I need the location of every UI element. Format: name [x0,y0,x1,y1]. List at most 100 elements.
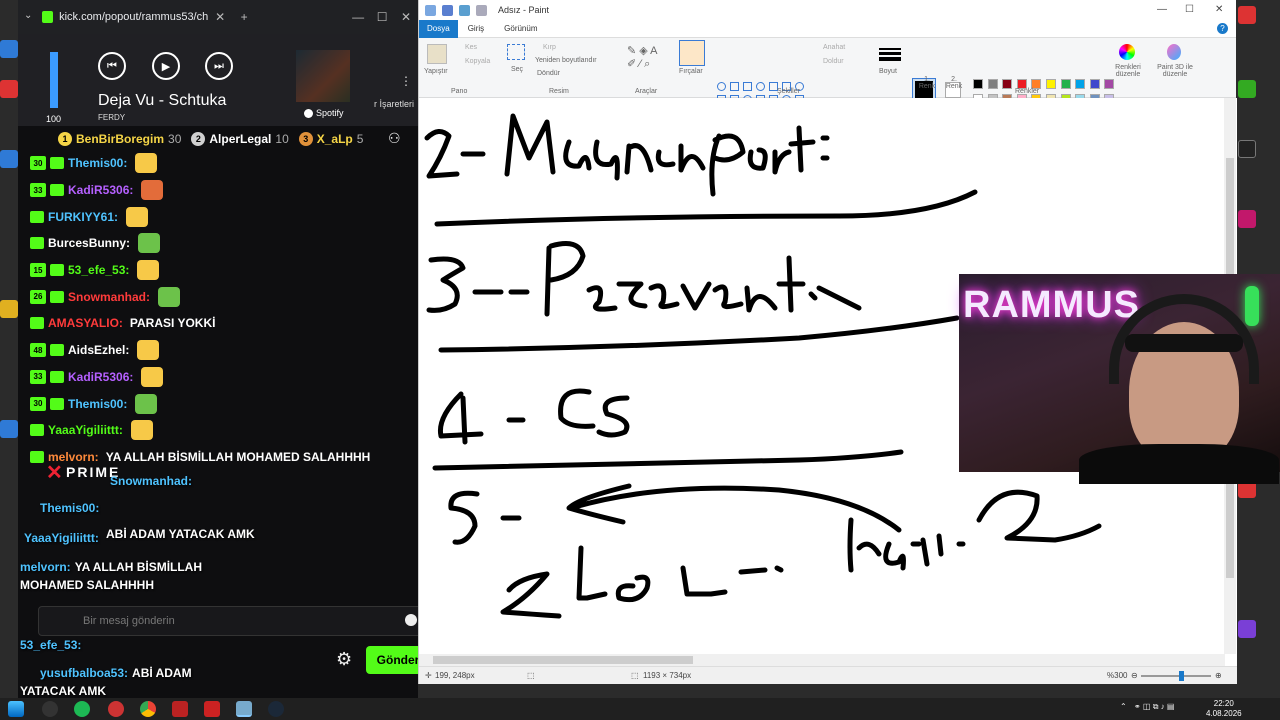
minimize-button[interactable]: — [1157,4,1167,15]
desktop-icon[interactable] [0,300,18,318]
chat-input[interactable]: Bir mesaj gönderin [38,606,428,636]
chat-username[interactable]: Snowmanhad: [68,289,151,304]
users-icon[interactable]: ⚇ [388,130,401,146]
zoom-slider[interactable] [1141,671,1211,681]
scroll-thumb[interactable] [433,656,693,664]
chat-username[interactable]: Themis00: [68,396,128,411]
tab-home[interactable]: Giriş [467,24,485,33]
color-swatch[interactable] [1060,79,1071,89]
paste-icon[interactable] [427,44,447,64]
rotate-button[interactable]: Döndür [537,70,560,77]
taskbar-app-icon[interactable] [42,701,58,717]
brushes-button[interactable]: Fırçalar [679,68,703,75]
size-icon[interactable] [879,46,901,63]
color1-label[interactable]: 1. Renk [918,76,936,90]
close-window-button[interactable]: ✕ [1215,4,1224,15]
brushes-icon[interactable] [679,40,705,66]
shape-icon[interactable] [743,82,752,91]
emoji-icon[interactable] [405,614,417,626]
chrome-icon[interactable] [140,701,156,717]
tab-file[interactable]: Dosya [419,19,458,38]
shape-icon[interactable] [756,82,765,91]
desktop-icon[interactable] [0,80,18,98]
desktop-icon[interactable] [1238,6,1256,24]
save-icon[interactable] [442,4,453,16]
gear-icon[interactable]: ⚙ [336,649,353,669]
chat-username[interactable]: melvorn: [48,449,99,464]
undo-icon[interactable] [459,4,470,16]
chat-username[interactable]: Themis00: [68,156,128,171]
more-options-icon[interactable]: ⋮ [400,74,412,88]
select-icon[interactable] [507,44,525,60]
help-icon[interactable]: ? [1217,23,1228,34]
next-track-button[interactable]: ⏭ [205,52,233,80]
chat-username[interactable]: BurcesBunny: [48,236,131,251]
color-swatch[interactable] [1031,79,1042,89]
edit-colors-button[interactable]: Renkleri düzenle [1115,64,1141,78]
desktop-icon[interactable] [0,420,18,438]
chevron-down-icon[interactable]: ⌄ [24,10,33,21]
color2-swatch[interactable] [945,82,961,98]
desktop-icon[interactable] [0,150,18,168]
tools-icons[interactable]: ✎ ◈ A✐ ⁄ ⌕ [627,45,658,70]
chat-username[interactable]: AidsEzhel: [68,343,130,358]
chat-username[interactable]: FURKIYY61: [48,209,119,224]
color-swatch[interactable] [1002,79,1013,89]
taskbar-clock[interactable]: 22:20 4.08.2026 [1206,699,1242,719]
shape-icon[interactable] [769,82,778,91]
size-button[interactable]: Boyut [879,68,897,75]
leaderboard-entry[interactable]: 3 X_aLp 5 [298,130,363,148]
chat-username[interactable]: KadiR5306: [68,369,134,384]
chat-username[interactable]: AMASYALIO: [48,316,123,331]
desktop-icon[interactable] [1238,210,1256,228]
taskbar-app-icon[interactable] [172,701,188,717]
zoom-out-icon[interactable]: ⊖ [1131,671,1138,680]
crop-button[interactable]: Kırp [543,44,556,51]
redo-icon[interactable] [476,4,487,16]
zoom-knob[interactable] [1179,671,1184,681]
paint3d-button[interactable]: Paint 3D ile düzenle [1157,64,1193,78]
play-button[interactable]: ▶ [152,52,180,80]
desktop-icon[interactable] [1238,620,1256,638]
shape-icon[interactable] [795,82,804,91]
tab-view[interactable]: Görünüm [504,24,538,33]
maximize-button[interactable]: ☐ [1185,4,1194,15]
shape-icon[interactable] [782,82,791,91]
color-swatch[interactable] [1016,79,1027,89]
chat-username[interactable]: YaaaYigiliittt: [48,423,123,438]
zoom-in-icon[interactable]: ⊕ [1215,671,1222,680]
leaderboard-entry[interactable]: 2 AlperLegal 10 [191,130,289,148]
tray-icons[interactable]: ⚭ ◫ ⧉ ♪ ▤ [1134,702,1175,711]
color-swatch[interactable] [1089,79,1100,89]
color-swatch[interactable] [1075,79,1086,89]
color-swatch[interactable] [1046,79,1056,89]
desktop-icon[interactable] [1238,480,1256,498]
horizontal-scrollbar[interactable] [419,654,1225,666]
chat-username[interactable]: 53_efe_53: [68,263,130,278]
color-swatch[interactable] [987,79,998,89]
paint-icon[interactable] [236,701,252,717]
fill-button[interactable]: Doldur [823,58,844,65]
desktop-icon[interactable] [1238,80,1256,98]
color-swatch[interactable] [1104,79,1115,89]
chat-message[interactable]: BurcesBunny: [30,230,418,257]
chat-username[interactable]: KadiR5306: [68,183,134,198]
previous-track-button[interactable]: ⏮ [98,52,126,80]
spotify-icon[interactable] [74,701,90,717]
browser-tab-title[interactable]: kick.com/popout/rammus53/ch [59,11,209,23]
desktop-icon[interactable] [1238,140,1256,158]
paste-button[interactable]: Yapıştır [424,68,448,75]
cut-button[interactable]: Kes [465,44,478,51]
close-window-button[interactable]: ✕ [400,10,412,24]
taskbar-app-icon[interactable] [204,701,220,717]
shape-icon[interactable] [717,82,726,91]
chat-message[interactable]: YaaaYigiliittt: [30,417,418,444]
edit-colors-icon[interactable] [1119,44,1135,60]
steam-icon[interactable] [268,701,284,717]
